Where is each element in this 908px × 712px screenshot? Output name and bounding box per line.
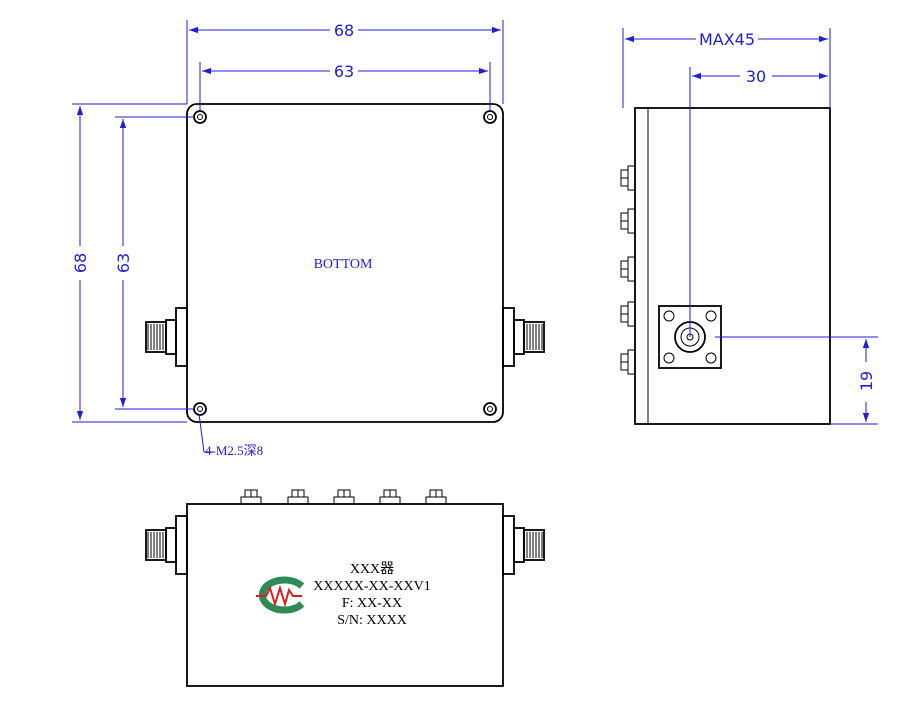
tuning-screws-side xyxy=(620,165,636,375)
company-logo xyxy=(256,576,305,614)
bottom-view-body xyxy=(186,103,504,423)
front-label: XXX器 XXXXX-XX-XXV1 F: XX-XX S/N: XXXX xyxy=(313,562,430,628)
dim-height-holes: 63 xyxy=(114,116,194,410)
dim-connector-height: 19 xyxy=(715,336,878,425)
front-view-body xyxy=(186,503,504,687)
dim-width-holes-text: 63 xyxy=(334,62,354,81)
front-label-line-3: F: XX-XX xyxy=(342,596,402,611)
dim-depth-max: MAX45 xyxy=(622,28,831,108)
dim-connector-offset-text: 30 xyxy=(746,67,766,86)
mounting-hole-leader: 4-M2.5深8 xyxy=(198,413,263,458)
left-connector-bottom xyxy=(145,307,188,367)
dim-height-holes-text: 63 xyxy=(114,253,133,273)
mounting-hole-note: 4-M2.5深8 xyxy=(205,443,263,458)
front-label-line-1: XXX器 xyxy=(350,562,394,577)
tuning-screws-front xyxy=(240,489,447,505)
front-label-line-2: XXXXX-XX-XXV1 xyxy=(313,579,430,594)
dim-connector-offset: 30 xyxy=(689,67,828,337)
left-connector-front xyxy=(145,515,188,575)
dim-height-outer: 68 xyxy=(71,103,187,423)
right-connector-bottom xyxy=(502,307,545,367)
bottom-view: BOTTOM xyxy=(71,20,545,458)
dim-connector-height-text: 19 xyxy=(857,371,876,391)
dim-width-outer: 68 xyxy=(186,20,504,104)
dim-width-outer-text: 68 xyxy=(334,21,354,40)
bottom-label: BOTTOM xyxy=(314,257,373,272)
front-view: XXX器 XXXXX-XX-XXV1 F: XX-XX S/N: XXXX xyxy=(145,489,545,687)
right-connector-front xyxy=(502,515,545,575)
dim-height-outer-text: 68 xyxy=(71,253,90,273)
side-view-body xyxy=(634,107,831,425)
dim-width-holes: 63 xyxy=(199,62,491,111)
side-view: MAX45 30 19 xyxy=(620,28,878,425)
front-label-line-4: S/N: XXXX xyxy=(337,613,407,628)
dim-depth-max-text: MAX45 xyxy=(699,30,755,49)
